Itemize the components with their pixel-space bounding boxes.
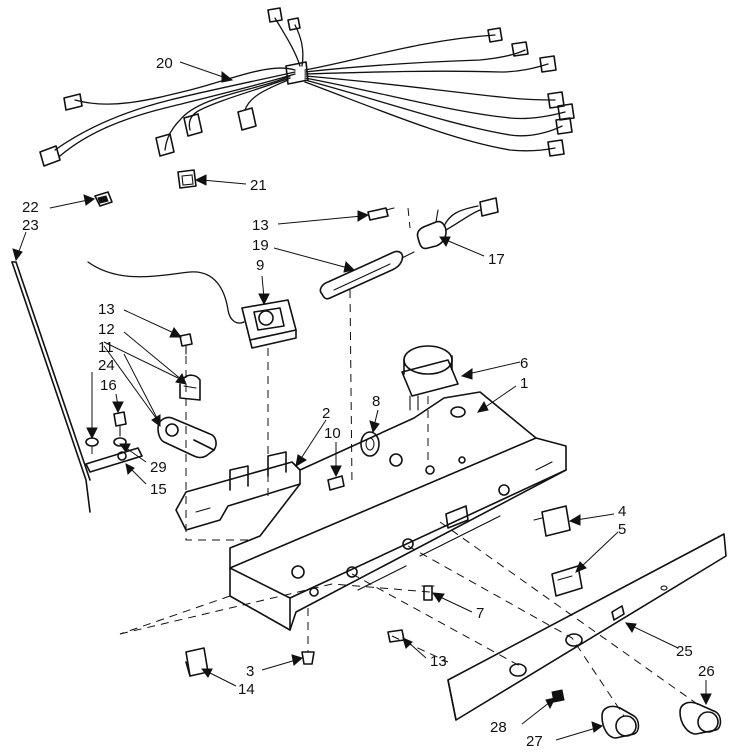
callout-2: 2	[322, 405, 330, 422]
console-panel-part-25	[447, 533, 727, 721]
wiring-harness-part-20	[39, 7, 575, 167]
callout-labels: 20 21 22 23 13 19 17 9 13 12 11 24 16 6 …	[22, 55, 715, 750]
bushing-part-29	[113, 437, 127, 447]
callout-16: 16	[100, 377, 117, 394]
callout-23: 23	[22, 217, 39, 234]
heater-part-19	[319, 250, 415, 300]
callout-13-top: 13	[252, 217, 269, 234]
clip-part-21	[177, 169, 197, 189]
control-housing-part-1	[229, 391, 567, 631]
switch-part-5	[551, 565, 583, 597]
callout-27: 27	[526, 733, 543, 750]
callout-13-lower: 13	[430, 653, 447, 670]
screw-part-13-left	[179, 333, 193, 355]
timer-part-6	[401, 345, 459, 411]
assembly-lines	[91, 207, 701, 717]
callout-15: 15	[150, 481, 167, 498]
callout-7: 7	[476, 605, 484, 622]
callout-9: 9	[256, 257, 264, 274]
callout-26: 26	[698, 663, 715, 680]
callout-19: 19	[252, 237, 269, 254]
callout-25: 25	[676, 643, 693, 660]
control-rod-part-23	[11, 261, 91, 513]
callout-22: 22	[22, 199, 39, 216]
callout-5: 5	[618, 521, 626, 538]
callout-3: 3	[246, 663, 254, 680]
lever-part-15	[85, 447, 143, 473]
callout-17: 17	[488, 251, 505, 268]
screw-part-7	[421, 585, 435, 601]
callout-4: 4	[618, 503, 626, 520]
callout-14: 14	[238, 681, 255, 698]
thermostat-part-11	[157, 416, 217, 459]
callout-1: 1	[520, 375, 528, 392]
switch-part-9	[87, 261, 297, 349]
screw-part-16	[113, 411, 127, 437]
bracket-part-2	[175, 451, 301, 531]
bracket-part-22	[94, 191, 113, 207]
callout-20: 20	[156, 55, 173, 72]
screw-part-3	[301, 651, 315, 665]
knob-part-26	[679, 701, 722, 735]
callout-28: 28	[490, 719, 507, 736]
callout-24: 24	[98, 357, 115, 374]
leader-lines	[12, 61, 712, 741]
callout-21: 21	[250, 177, 267, 194]
callout-12: 12	[98, 321, 115, 338]
callout-8: 8	[372, 393, 380, 410]
washer-part-24	[85, 437, 99, 447]
callout-29: 29	[150, 459, 167, 476]
knob-part-27	[601, 705, 640, 739]
callout-11: 11	[98, 339, 114, 356]
screw-part-13-lower	[387, 629, 405, 643]
callout-6: 6	[520, 355, 528, 372]
callout-10: 10	[324, 425, 341, 442]
fuse-part-17	[416, 197, 499, 250]
callout-13-left: 13	[98, 301, 115, 318]
screw-part-10	[327, 475, 345, 491]
screw-part-13-top	[367, 207, 395, 221]
switch-part-4	[533, 505, 571, 537]
